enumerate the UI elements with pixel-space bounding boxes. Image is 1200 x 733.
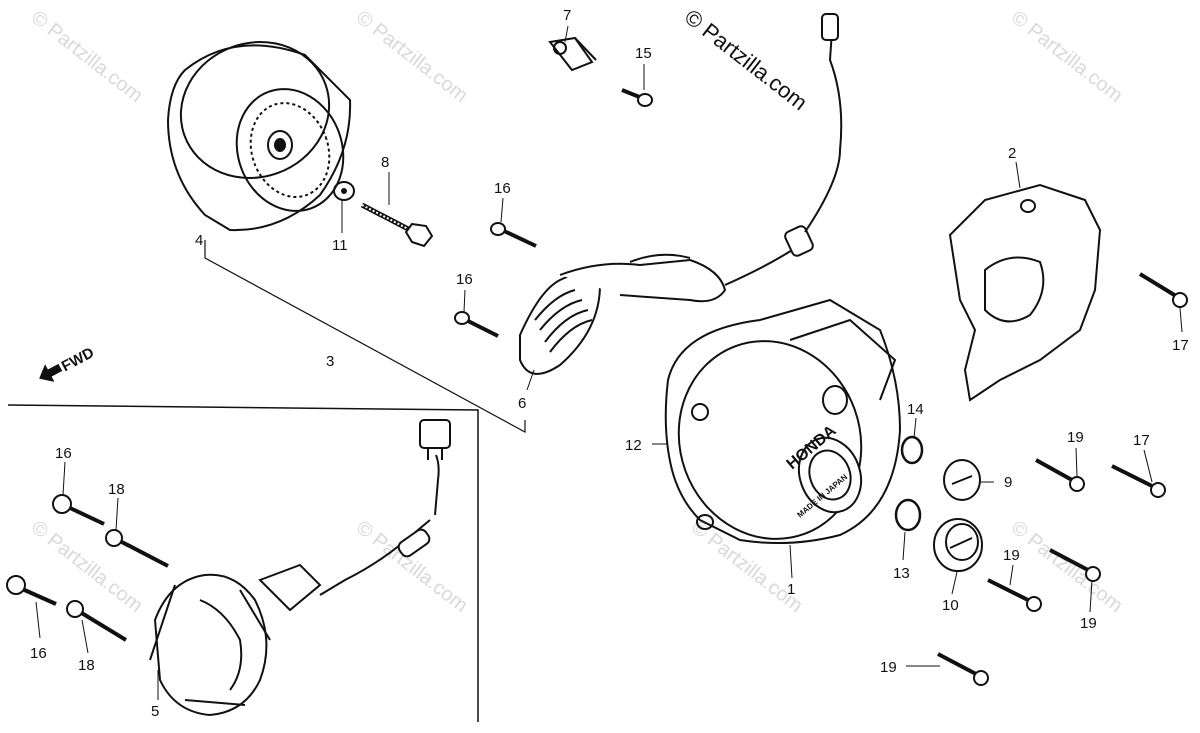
flywheel-bolt [360, 202, 434, 248]
callout-17: 17 [1172, 337, 1189, 354]
callout-19: 19 [880, 659, 897, 676]
inset-screw [66, 600, 128, 642]
callout-15: 15 [635, 45, 652, 62]
callout-12: 12 [625, 437, 642, 454]
o-ring [894, 498, 922, 532]
assembly-bracket-line [204, 240, 526, 434]
watermark: © Partzilla.com [352, 7, 472, 107]
inset-screw [52, 494, 105, 526]
cover-bolt [1138, 272, 1188, 308]
callout-7: 7 [563, 7, 571, 24]
pulser-coil-assembly [519, 13, 843, 375]
stator-screw [490, 222, 537, 248]
watermark: © Partzilla.com [1007, 517, 1127, 617]
callout-19: 19 [1067, 429, 1084, 446]
cover-bolt [1035, 458, 1085, 492]
o-ring [900, 435, 924, 465]
cover-bolt [987, 578, 1042, 612]
inset-screw [105, 529, 169, 568]
stator-screw [454, 311, 499, 338]
callout-18: 18 [108, 481, 125, 498]
callout-18: 18 [78, 657, 95, 674]
inset-stator-assembly [149, 419, 451, 717]
callout-16: 16 [456, 271, 473, 288]
callout-4: 4 [195, 232, 203, 249]
generator-left-cover [664, 298, 902, 545]
copyright-text: © Partzilla.com [680, 4, 812, 115]
callout-3: 3 [326, 353, 334, 370]
inset-screw [6, 575, 57, 606]
callout-1: 1 [787, 581, 795, 598]
watermark: © Partzilla.com [27, 7, 147, 107]
forward-direction-indicator: FWD [39, 344, 97, 382]
callout-2: 2 [1008, 145, 1016, 162]
callout-17: 17 [1133, 432, 1150, 449]
callout-5: 5 [151, 703, 159, 720]
leader-lines [35, 25, 1183, 700]
clip-screw [621, 88, 653, 107]
callout-11: 11 [332, 237, 348, 254]
callout-13: 13 [893, 565, 910, 582]
callout-6: 6 [518, 395, 526, 412]
callout-14: 14 [907, 401, 924, 418]
inset-frame [7, 404, 479, 722]
callout-16: 16 [55, 445, 72, 462]
callout-16: 16 [30, 645, 47, 662]
callout-9: 9 [1004, 474, 1012, 491]
washer-part [333, 181, 355, 201]
wire-clip [548, 36, 597, 72]
callout-labels: 7 15 8 11 4 3 16 16 6 2 17 12 1 14 9 19 … [30, 7, 1189, 720]
callout-8: 8 [381, 154, 389, 171]
watermark: © Partzilla.com [27, 517, 147, 617]
cover-bolt [1049, 548, 1101, 582]
crankshaft-hole-cap [933, 518, 983, 572]
watermark: © Partzilla.com [1007, 7, 1127, 107]
flywheel-rotor [166, 41, 352, 232]
callout-19: 19 [1080, 615, 1097, 632]
forward-arrow-icon [39, 363, 63, 382]
sprocket-cover [948, 183, 1102, 402]
cover-bolt [937, 652, 989, 686]
callout-10: 10 [942, 597, 959, 614]
fwd-label: FWD [59, 344, 97, 375]
callout-16: 16 [494, 180, 511, 197]
cover-bolt [1111, 464, 1166, 498]
timing-hole-cap [943, 459, 981, 501]
callout-19: 19 [1003, 547, 1020, 564]
